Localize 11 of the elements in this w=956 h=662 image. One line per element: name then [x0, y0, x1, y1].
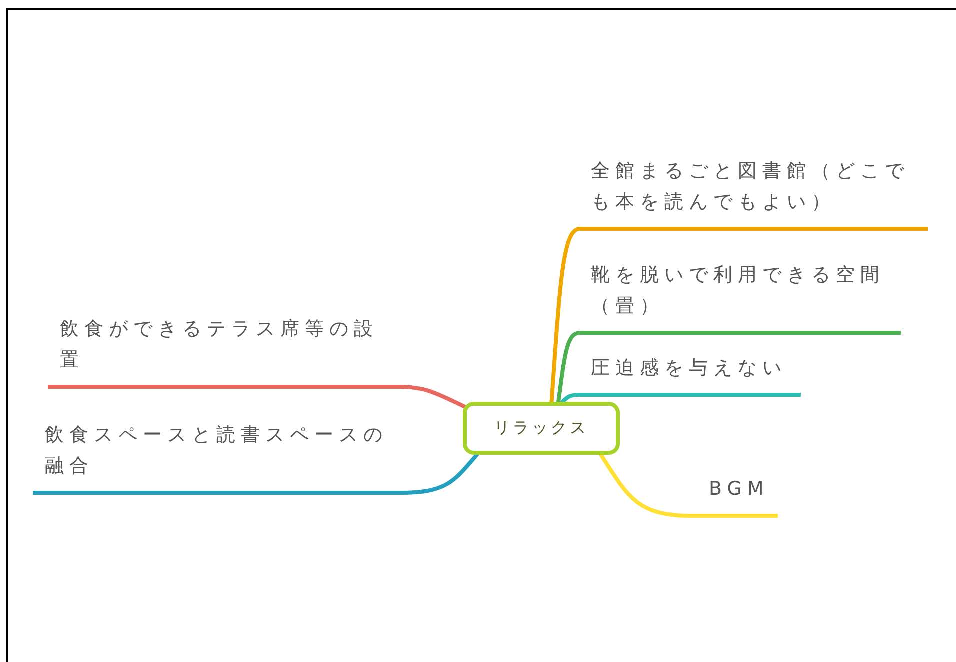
- branch-label: 全館まるごと図書館（どこでも本を読んでもよい）: [591, 159, 910, 215]
- branch-label: 飲食スペースと読書スペースの融合: [45, 423, 389, 479]
- branch-label: 圧迫感を与えない: [591, 356, 788, 381]
- branch-label: 靴を脱いで利用できる空間（畳）: [591, 263, 886, 319]
- branch-label: 飲食ができるテラス席等の設置: [60, 317, 380, 373]
- branch-line: [578, 262, 901, 335]
- branch-line: [48, 316, 403, 389]
- topic-box: リラックス: [463, 402, 620, 455]
- branch-line: [33, 422, 403, 495]
- branch-line: [578, 158, 928, 231]
- branch-label: BGM: [709, 477, 770, 502]
